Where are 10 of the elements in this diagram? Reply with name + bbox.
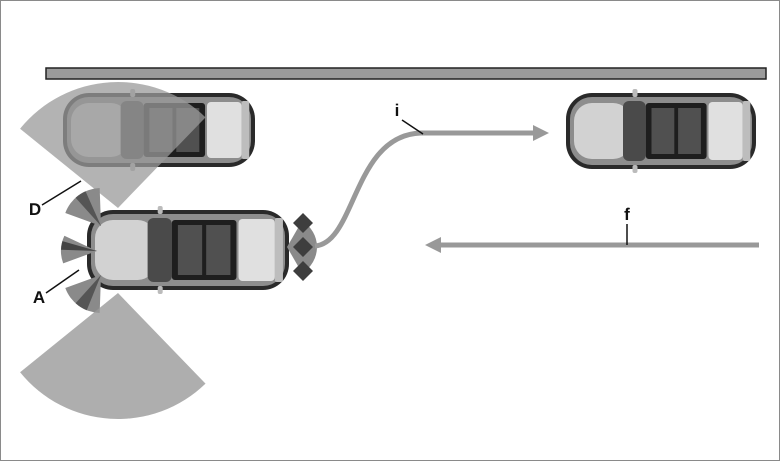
leader-line xyxy=(46,269,80,294)
callout-letter: i xyxy=(392,102,402,120)
callout-letter: A xyxy=(32,289,46,307)
sensor-zone xyxy=(20,293,206,419)
sensor-zone-drawing xyxy=(61,188,101,313)
leader-line xyxy=(402,119,424,135)
callout-letter: f xyxy=(621,206,633,224)
leader-line xyxy=(626,224,628,245)
leader-line xyxy=(42,180,82,206)
callout-letter: D xyxy=(28,201,42,219)
